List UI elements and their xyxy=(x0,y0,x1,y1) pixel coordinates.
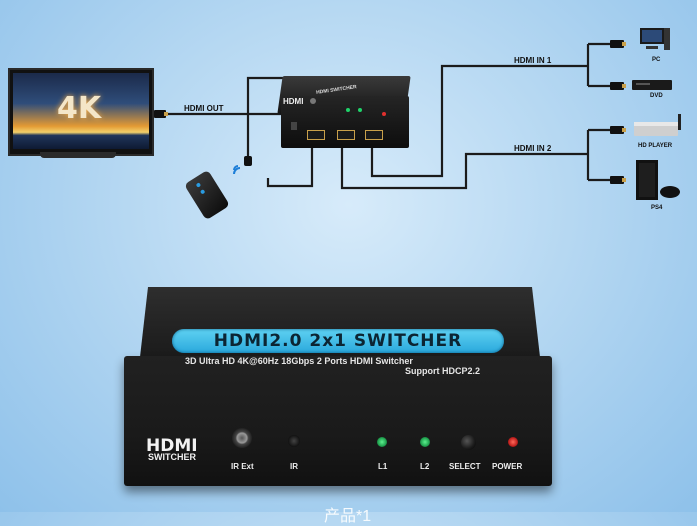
switcher-subtitle-line2: Support HDCP2.2 xyxy=(405,366,481,376)
switcher-title-plate xyxy=(172,329,504,353)
remote-button-2 xyxy=(199,189,206,195)
small-switcher-front xyxy=(281,96,409,148)
small-switcher-front-label: HDMI xyxy=(283,97,304,106)
device-label-ps4: PS4 xyxy=(651,205,663,211)
led-l2 xyxy=(420,437,430,447)
select-label: SELECT xyxy=(449,462,481,471)
hd-player-icon xyxy=(634,114,681,136)
l2-label: L2 xyxy=(420,462,430,471)
ps4-icon xyxy=(636,160,680,200)
small-led-power xyxy=(382,112,386,116)
brand-hdmi-label: HDMI xyxy=(146,436,198,456)
connection-lines xyxy=(154,40,626,190)
remote-button-1 xyxy=(195,182,202,188)
device-label-hd-player: HD PLAYER xyxy=(638,143,673,149)
tv-screen: 4K xyxy=(13,73,149,149)
small-port-in1 xyxy=(365,130,383,140)
ir-ext-label: IR Ext xyxy=(231,462,254,471)
small-dc-jack xyxy=(291,122,297,130)
switcher-front-panel xyxy=(124,356,552,486)
tv-stand xyxy=(40,152,116,158)
small-led-l1 xyxy=(346,108,350,112)
led-power xyxy=(508,437,518,447)
hdmi-out-label: HDMI OUT xyxy=(184,104,224,113)
small-led-l2 xyxy=(358,108,362,112)
ir-signal-icon xyxy=(233,165,241,175)
brand-switcher-label: SWITCHER xyxy=(148,452,196,462)
pc-icon xyxy=(640,28,670,50)
dvd-icon xyxy=(632,80,672,90)
small-port-out xyxy=(307,130,325,140)
l1-label: L1 xyxy=(378,462,388,471)
switcher-subtitle-line1: 3D Ultra HD 4K@60Hz 18Gbps 2 Ports HDMI … xyxy=(185,356,413,366)
device-label-pc: PC xyxy=(652,57,661,63)
led-l1 xyxy=(377,437,387,447)
ir-sensor xyxy=(288,435,300,447)
small-ir-ext-jack xyxy=(310,98,316,104)
caption: 产品*1 xyxy=(324,508,372,525)
select-button[interactable] xyxy=(461,435,476,450)
tv-icon: 4K xyxy=(8,68,154,156)
power-label: POWER xyxy=(492,462,523,471)
ir-label: IR xyxy=(290,462,298,471)
hdmi-in-2-label: HDMI IN 2 xyxy=(514,144,552,153)
tv-4k-logo: 4K xyxy=(57,91,102,126)
device-label-dvd: DVD xyxy=(650,93,663,99)
hdmi-in-1-label: HDMI IN 1 xyxy=(514,56,552,65)
switcher-title: HDMI2.0 2x1 SWITCHER xyxy=(213,331,463,351)
small-port-in2 xyxy=(337,130,355,140)
ir-ext-jack xyxy=(232,428,252,448)
